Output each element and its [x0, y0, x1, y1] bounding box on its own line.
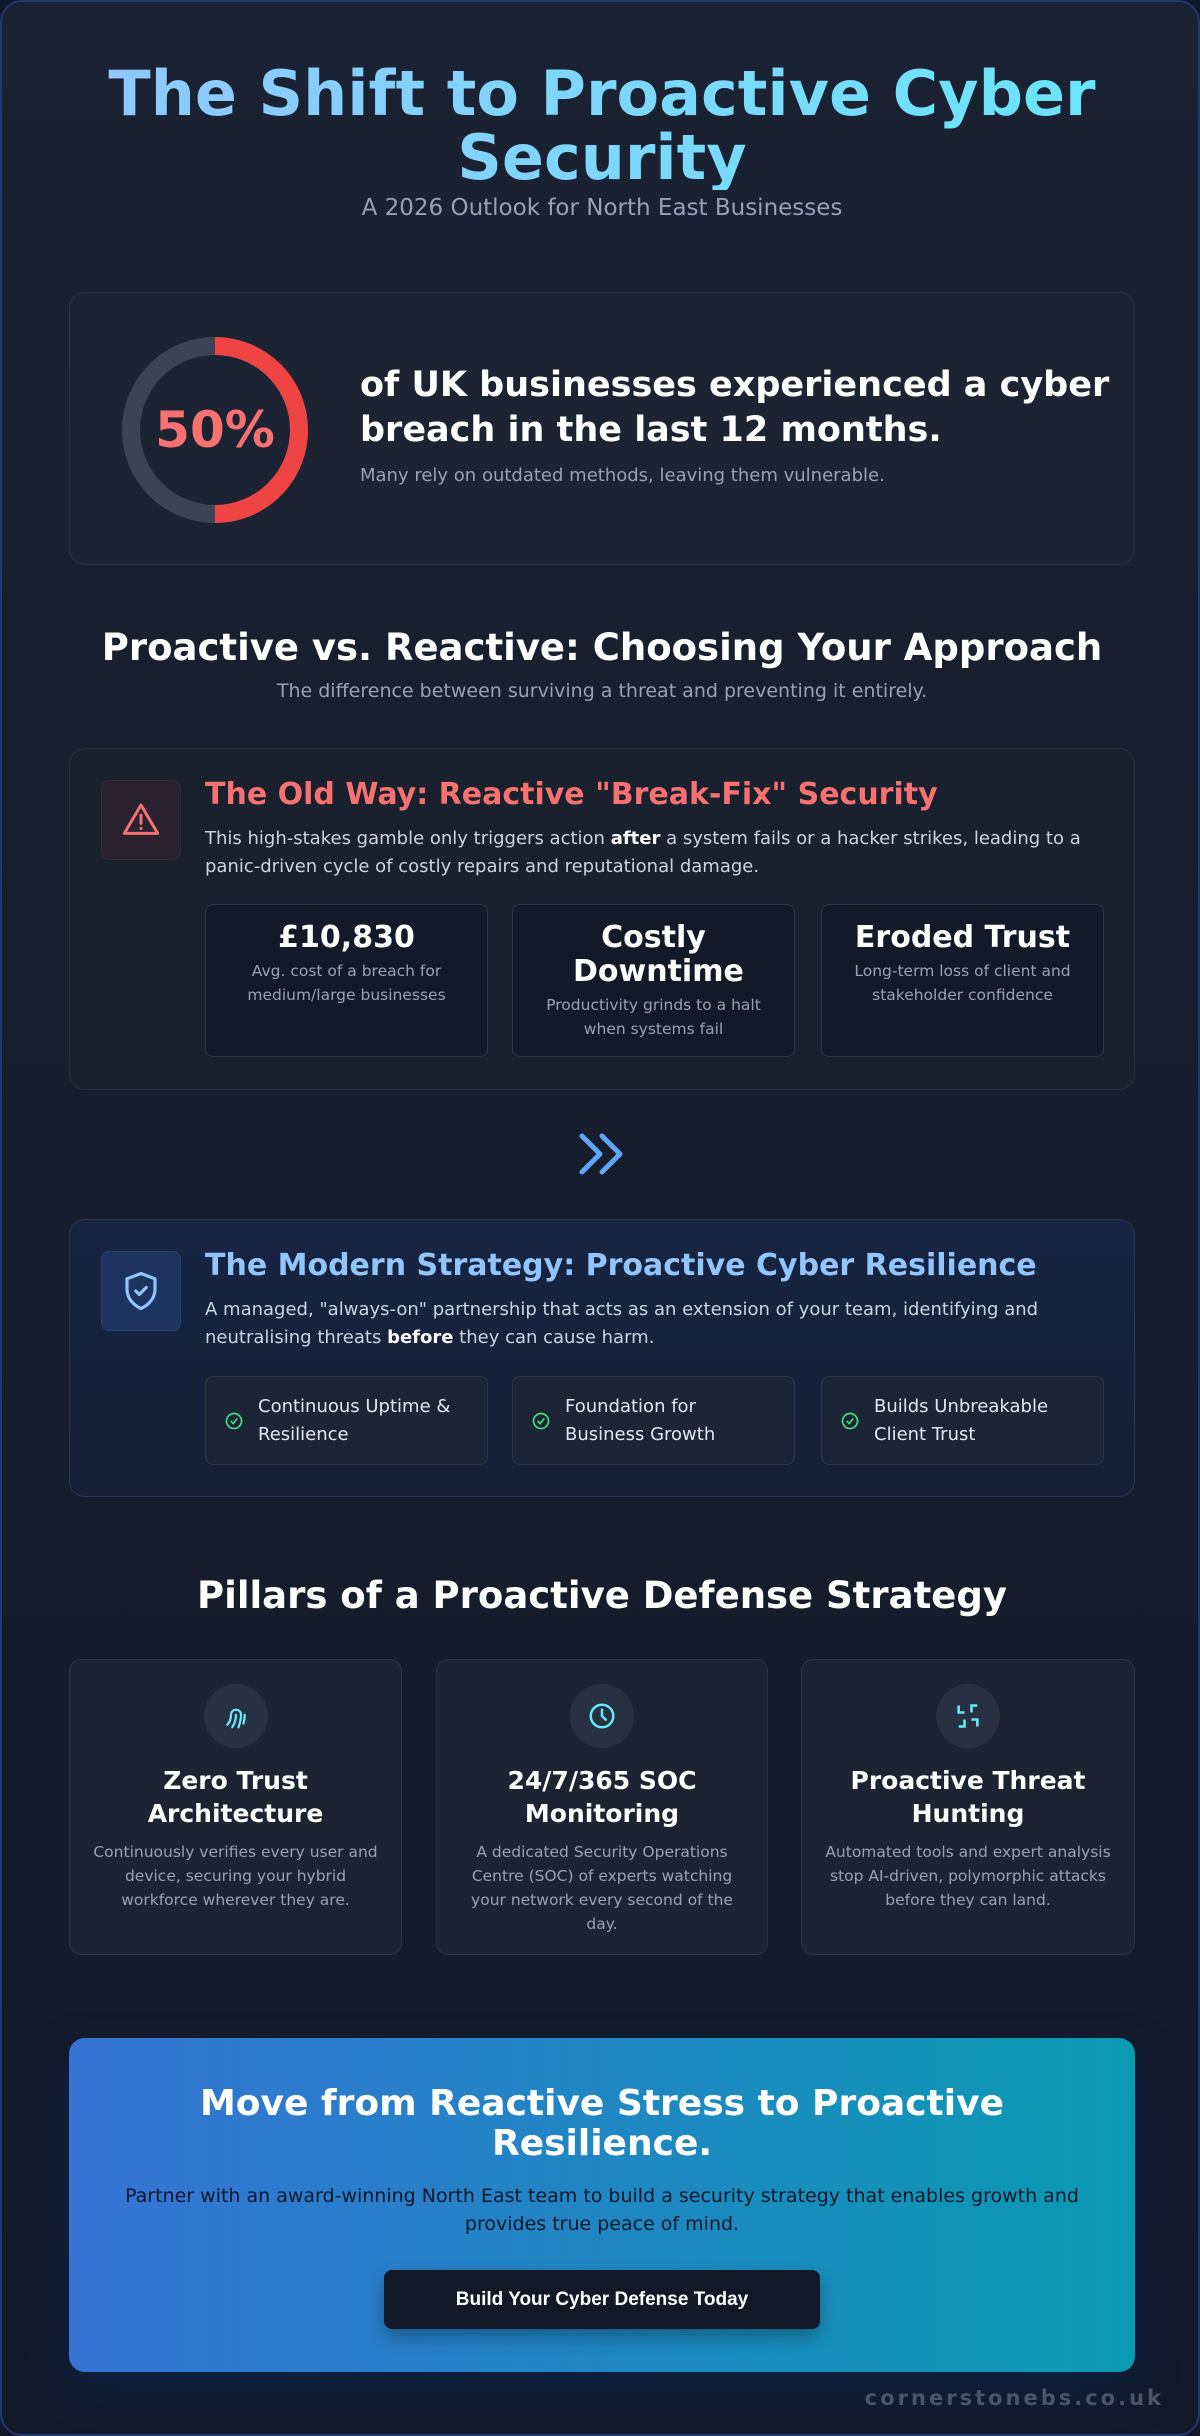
old-way-card: The Old Way: Reactive "Break-Fix" Securi…	[69, 748, 1135, 1090]
check-circle-icon	[225, 1412, 243, 1429]
shield-check-icon	[101, 1251, 181, 1331]
modern-strategy-card: The Modern Strategy: Proactive Cyber Res…	[69, 1219, 1135, 1497]
old-way-body: This high-stakes gamble only triggers ac…	[205, 828, 1081, 877]
pillar-card: Zero Trust Architecture Continuously ver…	[69, 1659, 402, 1955]
comparison-subtitle: The difference between surviving a threa…	[276, 680, 928, 702]
pillar-desc: A dedicated Security Operations Centre (…	[471, 1843, 733, 1933]
fingerprint-icon	[203, 1684, 268, 1748]
chevrons-right-icon	[579, 1133, 623, 1175]
benefit-item: Builds Unbreakable Client Trust	[821, 1376, 1104, 1465]
stat-subtext: Many rely on outdated methods, leaving t…	[360, 465, 885, 486]
warning-triangle-icon	[101, 780, 181, 860]
cta-title: Move from Reactive Stress to Proactive R…	[199, 2083, 1004, 2164]
stat-headline: of UK businesses experienced a cyber bre…	[360, 365, 1110, 450]
cta-banner: Move from Reactive Stress to Proactive R…	[69, 2038, 1135, 2372]
percent-ring	[122, 337, 308, 523]
pillar-title: Zero Trust Architecture	[147, 1766, 324, 1828]
modern-title: The Modern Strategy: Proactive Cyber Res…	[205, 1248, 1037, 1283]
footer-site: cornerstonebs.co.uk	[864, 2386, 1164, 2410]
build-defense-button[interactable]: Build Your Cyber Defense Today	[384, 2270, 820, 2329]
benefit-item: Continuous Uptime & Resilience	[205, 1376, 488, 1465]
check-circle-icon	[532, 1412, 550, 1429]
benefit-item: Foundation for Business Growth	[512, 1376, 795, 1465]
pillar-card: 24/7/365 SOC Monitoring A dedicated Secu…	[436, 1659, 768, 1955]
pillar-title: 24/7/365 SOC Monitoring	[507, 1766, 697, 1828]
pillar-card: Proactive Threat Hunting Automated tools…	[801, 1659, 1135, 1955]
comparison-heading: Proactive vs. Reactive: Choosing Your Ap…	[101, 626, 1103, 669]
check-circle-icon	[841, 1412, 859, 1429]
scan-icon	[936, 1684, 1000, 1748]
old-way-title: The Old Way: Reactive "Break-Fix" Securi…	[205, 777, 938, 812]
cta-body: Partner with an award-winning North East…	[125, 2185, 1079, 2235]
clock-icon	[570, 1684, 634, 1748]
pillar-desc: Automated tools and expert analysis stop…	[825, 1843, 1111, 1909]
pillar-title: Proactive Threat Hunting	[850, 1766, 1086, 1828]
pillars-heading: Pillars of a Proactive Defense Strategy	[197, 1574, 1007, 1617]
page-subtitle: A 2026 Outlook for North East Businesses	[361, 195, 843, 221]
pillar-desc: Continuously verifies every user and dev…	[93, 1843, 378, 1909]
modern-body: A managed, "always-on" partnership that …	[205, 1299, 1039, 1348]
stat-card: 50% of UK businesses experienced a cyber…	[69, 292, 1135, 565]
stat-value: 50%	[155, 401, 275, 459]
page-title: The Shift to Proactive Cyber Security	[2, 62, 1198, 190]
ring-progress	[122, 337, 308, 523]
